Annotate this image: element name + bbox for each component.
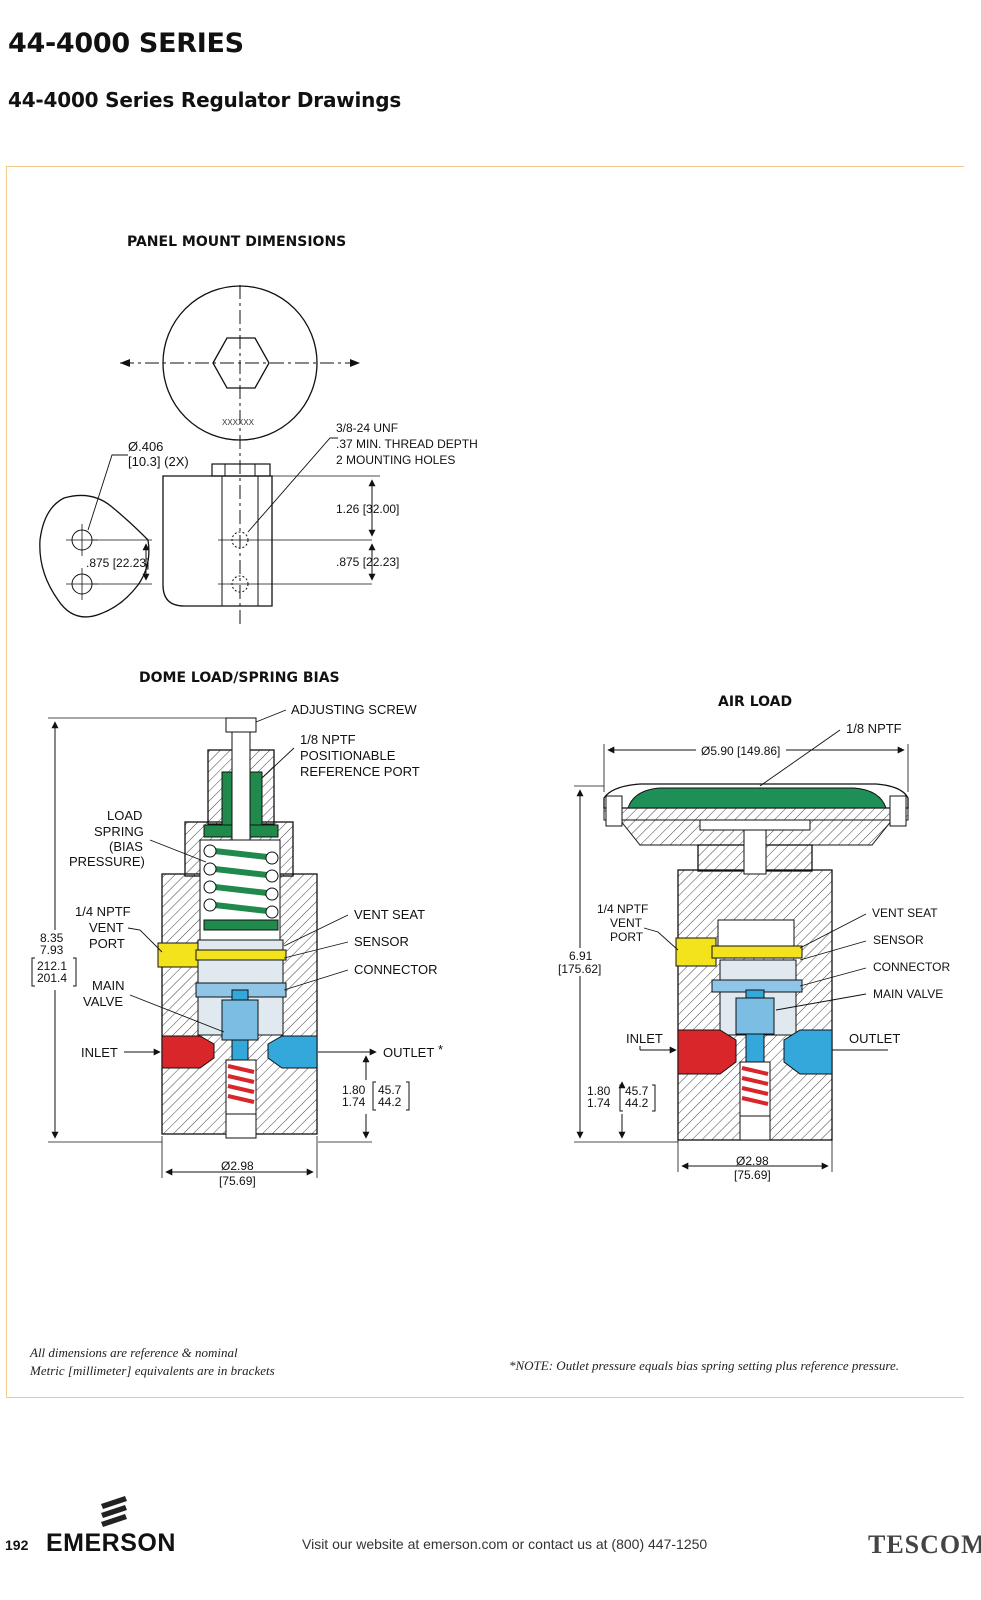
dome-vent-line-1: 1/4 NPTF (75, 904, 131, 919)
air-port-h-min: 1.74 (587, 1096, 611, 1110)
dome-adjusting-screw-label: ADJUSTING SCREW (291, 702, 417, 717)
dome-inlet-label: INLET (81, 1045, 118, 1060)
dome-main-valve-line-2: VALVE (83, 994, 123, 1009)
outlet-note: *NOTE: Outlet pressure equals bias sprin… (509, 1358, 899, 1373)
air-height: 6.91 (569, 949, 593, 963)
dims-note-line-1: All dimensions are reference & nominal (30, 1345, 238, 1360)
dome-connector-label: CONNECTOR (354, 962, 438, 977)
dome-dia: Ø2.98 (221, 1159, 254, 1173)
panel-cutout (39, 494, 150, 618)
air-connector-label: CONNECTOR (873, 960, 950, 974)
thread-line-1: 3/8-24 UNF (336, 421, 398, 435)
tescom-brand: TESCOM (868, 1530, 981, 1559)
drawing-frame (6, 166, 964, 1398)
air-dia: Ø2.98 (736, 1154, 769, 1168)
panel-mount-drawing: PANEL MOUNT DIMENSIONS XXXXXX 1.26 [32.0… (39, 234, 478, 625)
dome-ref-port-line-1: 1/8 NPTF (300, 732, 356, 747)
air-vent-line-1: 1/4 NPTF (597, 902, 648, 916)
dome-port-h-min-mm: 44.2 (378, 1095, 402, 1109)
dome-outlet-label: OUTLET (383, 1045, 434, 1060)
air-vent-line-2: VENT (610, 916, 643, 930)
air-port-h-max-mm: 45.7 (625, 1084, 649, 1098)
outlet-port (267, 1035, 318, 1069)
air-port-h-min-mm: 44.2 (625, 1096, 649, 1110)
dome-main-valve-line-1: MAIN (92, 978, 125, 993)
load-spring-line-4: PRESSURE) (69, 854, 145, 869)
dome-vent-line-2: VENT (89, 920, 124, 935)
thread-line-2: .37 MIN. THREAD DEPTH (336, 437, 478, 451)
dim-cutout-label: .875 [22.23] (86, 556, 149, 570)
adjusting-screw (231, 729, 251, 841)
dome-load-drawing: DOME LOAD/SPRING BIAS (31, 670, 443, 1188)
vent-port-yellow (157, 942, 199, 968)
face-marking: XXXXXX (222, 418, 255, 427)
thread-line-3: 2 MOUNTING HOLES (336, 453, 455, 467)
dome-port-h-max-mm: 45.7 (378, 1083, 402, 1097)
air-dome-dia: Ø5.90 [149.86] (701, 744, 780, 758)
dome-dia-mm: [75.69] (219, 1174, 256, 1188)
dome-ref-port-line-2: POSITIONABLE (300, 748, 396, 763)
air-dia-mm: [75.69] (734, 1168, 771, 1182)
hole-dia-line-2: [10.3] (2X) (128, 454, 189, 469)
dome-ref-port-line-3: REFERENCE PORT (300, 764, 420, 779)
air-vent-seat-label: VENT SEAT (872, 906, 938, 920)
dims-note-line-2: Metric [millimeter] equivalents are in b… (30, 1363, 275, 1378)
section-title: 44-4000 Series Regulator Drawings (8, 88, 402, 112)
air-load-title: AIR LOAD (718, 694, 792, 710)
dome-height-min: 7.93 (40, 943, 64, 957)
hex-nut (212, 337, 270, 389)
panel-side-body (162, 475, 273, 607)
load-spring-line-2: SPRING (94, 824, 144, 839)
emerson-brand: EMERSON (46, 1529, 176, 1557)
air-main-valve-label: MAIN VALVE (873, 987, 943, 1001)
air-outlet-label: OUTLET (849, 1031, 900, 1046)
air-outlet-port (783, 1029, 833, 1075)
regulator-drawings: PANEL MOUNT DIMENSIONS XXXXXX 1.26 [32.0… (31, 234, 950, 1188)
air-height-mm: [175.62] (558, 962, 601, 976)
air-inlet-label: INLET (626, 1031, 663, 1046)
dome-height-max-mm: 212.1 (37, 959, 67, 973)
dome-port-h-max: 1.80 (342, 1083, 366, 1097)
dome-height-min-mm: 201.4 (37, 971, 67, 985)
dome-height-max: 8.35 (40, 931, 64, 945)
emerson-logo-icon (101, 1496, 127, 1527)
page-number: 192 (5, 1537, 29, 1553)
panel-side-nut (211, 463, 271, 477)
inlet-port (161, 1035, 215, 1069)
sensor-yellow (195, 949, 287, 961)
air-sensor-label: SENSOR (873, 933, 924, 947)
air-load-drawing: AIR LOAD 1/8 NPTF Ø5.90 [149.86] (558, 694, 950, 1182)
air-dome-diaphragm (627, 787, 887, 809)
dome-outlet-mark: * (438, 1042, 443, 1057)
dome-port-h-min: 1.74 (342, 1095, 366, 1109)
series-title: 44-4000 SERIES (8, 28, 244, 59)
load-spring-line-1: LOAD (107, 808, 142, 823)
dim-lower-label: .875 [22.23] (336, 555, 399, 569)
dome-vent-line-3: PORT (89, 936, 125, 951)
load-spring-line-3: (BIAS (109, 839, 143, 854)
air-inlet-port (677, 1029, 737, 1075)
panel-mount-title: PANEL MOUNT DIMENSIONS (127, 234, 346, 250)
dome-sensor-label: SENSOR (354, 934, 409, 949)
hole-dia-line-1: Ø.406 (128, 439, 163, 454)
air-vent-line-3: PORT (610, 930, 644, 944)
footer-contact: Visit our website at emerson.com or cont… (302, 1536, 708, 1552)
air-port-h-max: 1.80 (587, 1084, 611, 1098)
air-top-port-label: 1/8 NPTF (846, 721, 902, 736)
dome-load-title: DOME LOAD/SPRING BIAS (139, 670, 340, 686)
air-vent-port-yellow (675, 937, 717, 967)
dim-upper-label: 1.26 [32.00] (336, 502, 399, 516)
dome-vent-seat-label: VENT SEAT (354, 907, 425, 922)
